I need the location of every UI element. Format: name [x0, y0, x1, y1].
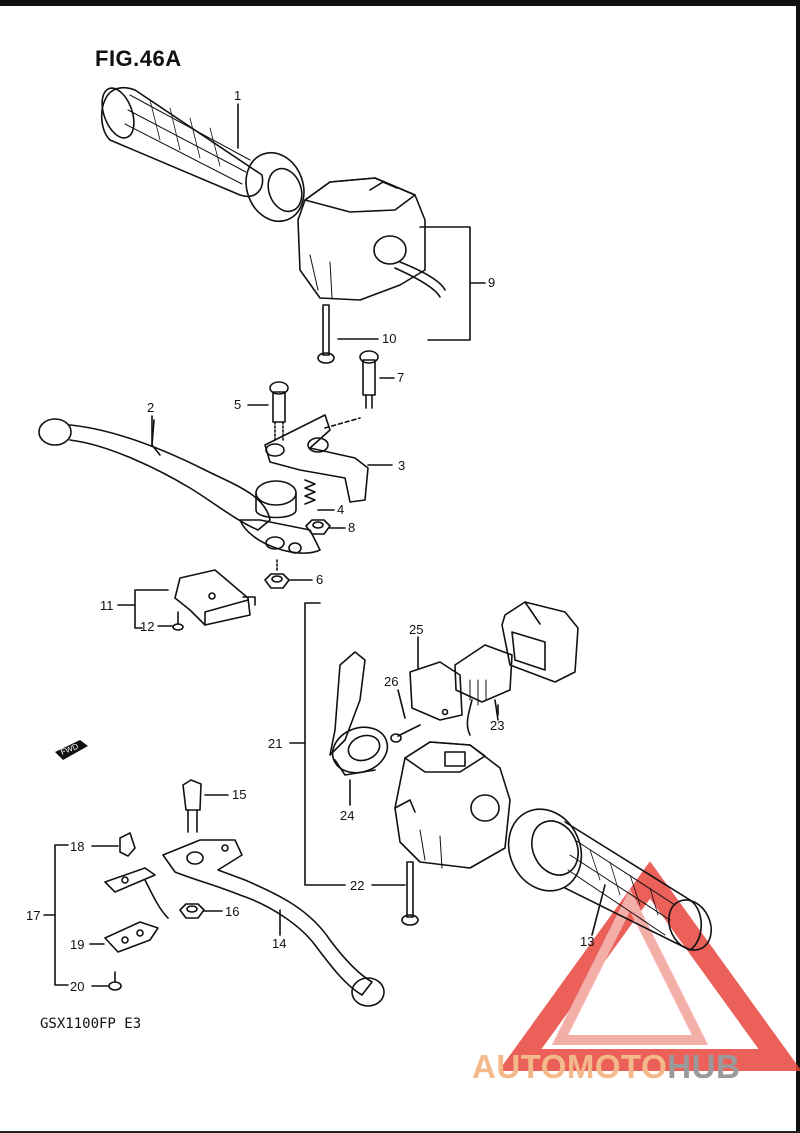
pivot-bolt-5	[269, 381, 289, 441]
part-label-12: 12	[140, 619, 154, 634]
lever-14	[162, 839, 385, 1007]
part-labels: 1234567891011121314151617181920212223242…	[26, 88, 594, 994]
part-label-4: 4	[337, 502, 344, 517]
lever-holder	[264, 414, 369, 503]
switch-11	[174, 569, 256, 626]
part-label-26: 26	[384, 674, 398, 689]
left-switch-housing	[297, 177, 446, 301]
bolt-7	[359, 350, 379, 409]
right-border	[796, 0, 800, 1133]
part-label-13: 13	[580, 934, 594, 949]
part-label-3: 3	[398, 458, 405, 473]
connector-cap	[501, 601, 579, 683]
bolt-15	[182, 779, 202, 833]
leader-21	[304, 602, 346, 886]
leader-17	[54, 844, 69, 986]
part-label-16: 16	[225, 904, 239, 919]
part-label-1: 1	[234, 88, 241, 103]
throttle-pulley	[329, 651, 389, 776]
nut-16	[179, 903, 205, 919]
part-label-8: 8	[348, 520, 355, 535]
top-border	[0, 0, 800, 6]
fwd-badge: FWD	[55, 740, 88, 760]
screw-26	[390, 724, 421, 743]
leader-11	[117, 589, 169, 629]
part-label-14: 14	[272, 936, 286, 951]
part-label-17: 17	[26, 908, 40, 923]
switch-19	[104, 921, 159, 953]
leader-9	[419, 226, 471, 341]
watermark-logo	[498, 861, 800, 1071]
screw-22	[401, 861, 419, 926]
connector-plate	[409, 661, 463, 721]
leader-13	[591, 884, 606, 936]
part-label-23: 23	[490, 718, 504, 733]
screw-20	[108, 971, 122, 991]
part-label-15: 15	[232, 787, 246, 802]
part-label-25: 25	[409, 622, 423, 637]
part-label-21: 21	[268, 736, 282, 751]
lever-2	[38, 418, 321, 554]
left-grip	[100, 86, 305, 223]
nut-8	[305, 519, 331, 535]
switch-18	[119, 832, 136, 857]
part-label-22: 22	[350, 878, 364, 893]
screw-10	[317, 304, 335, 364]
part-label-24: 24	[340, 808, 354, 823]
switch-plate	[104, 867, 169, 919]
spring-4	[304, 479, 316, 505]
screw-12	[172, 611, 184, 631]
right-grip	[507, 808, 712, 951]
part-label-10: 10	[382, 331, 396, 346]
part-label-5: 5	[234, 397, 241, 412]
part-label-19: 19	[70, 937, 84, 952]
part-label-6: 6	[316, 572, 323, 587]
bottom-border	[0, 1131, 800, 1133]
model-label: GSX1100FP E3	[40, 1016, 142, 1032]
figure-title: FIG.46A	[95, 46, 182, 71]
part-label-20: 20	[70, 979, 84, 994]
part-label-18: 18	[70, 839, 84, 854]
leader-26	[397, 689, 406, 719]
right-switch-housing	[394, 741, 511, 869]
part-label-7: 7	[397, 370, 404, 385]
nut-6	[264, 559, 290, 589]
part-label-2: 2	[147, 400, 154, 415]
part-label-9: 9	[488, 275, 495, 290]
watermark-text: AUTOMOTOHUB	[472, 1048, 741, 1085]
part-label-11: 11	[100, 598, 114, 613]
connector-23	[454, 644, 513, 736]
